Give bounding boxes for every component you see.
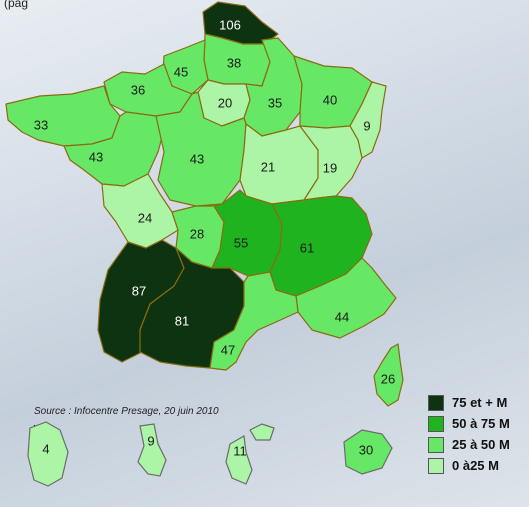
legend-item: 50 à 75 M [428, 413, 510, 434]
legend-item: 0 à25 M [428, 455, 510, 476]
label-picardie: 38 [227, 55, 241, 70]
label-guadeloupe: 11 [233, 443, 247, 458]
label-lorraine: 40 [323, 92, 337, 107]
region-corse [373, 343, 404, 407]
label-languedoc: 47 [221, 342, 235, 357]
label-aquitaine: 87 [132, 283, 146, 298]
legend-swatch [428, 394, 444, 411]
label-nord: 106 [219, 17, 241, 32]
label-bourgogne: 21 [261, 159, 275, 174]
label-midi-pyrenees: 81 [175, 313, 189, 328]
island-guadeloupe [225, 423, 275, 485]
label-reunion: 30 [359, 442, 373, 457]
legend-swatch [428, 415, 444, 432]
legend-item: 75 et + M [428, 392, 510, 413]
label-alsace: 9 [363, 118, 370, 133]
legend: 75 et + M 50 à 75 M 25 à 50 M 0 à25 M [428, 392, 510, 476]
island-guyane [27, 421, 69, 487]
label-corse: 26 [381, 371, 395, 386]
legend-swatch [428, 436, 444, 453]
region-bretagne [5, 85, 121, 147]
source-note: Source : Infocentre Presage, 20 juin 201… [34, 406, 219, 417]
label-poitou: 24 [138, 210, 152, 225]
label-guyane: 4 [42, 441, 49, 456]
label-centre: 43 [190, 151, 204, 166]
label-paca: 44 [335, 309, 349, 324]
label-pays-de-la-loire: 43 [89, 149, 103, 164]
region-languedoc [209, 271, 299, 371]
label-idf: 20 [218, 95, 232, 110]
source-dot: . [33, 418, 36, 429]
legend-label: 75 et + M [452, 395, 508, 410]
label-rhone-alpes: 61 [300, 240, 314, 255]
island-martinique [137, 423, 167, 477]
label-champagne: 35 [268, 95, 282, 110]
label-martinique: 9 [147, 433, 154, 448]
label-auvergne: 55 [234, 235, 248, 250]
label-limousin: 28 [190, 226, 204, 241]
legend-label: 0 à25 M [452, 458, 499, 473]
top-clipped-text: (pag [4, 0, 29, 10]
region-bourgogne [239, 123, 319, 205]
legend-swatch [428, 457, 444, 474]
region-alsace [349, 81, 387, 159]
label-basse-normandie: 36 [131, 82, 145, 97]
legend-label: 25 à 50 M [452, 437, 510, 452]
region-franche-comte [299, 125, 363, 201]
island-reunion [343, 429, 393, 475]
region-poitou [101, 173, 179, 249]
legend-item: 25 à 50 M [428, 434, 510, 455]
label-franche-comte: 19 [323, 160, 337, 175]
label-bretagne: 33 [34, 117, 48, 132]
label-haute-normandie: 45 [174, 64, 188, 79]
legend-label: 50 à 75 M [452, 416, 510, 431]
